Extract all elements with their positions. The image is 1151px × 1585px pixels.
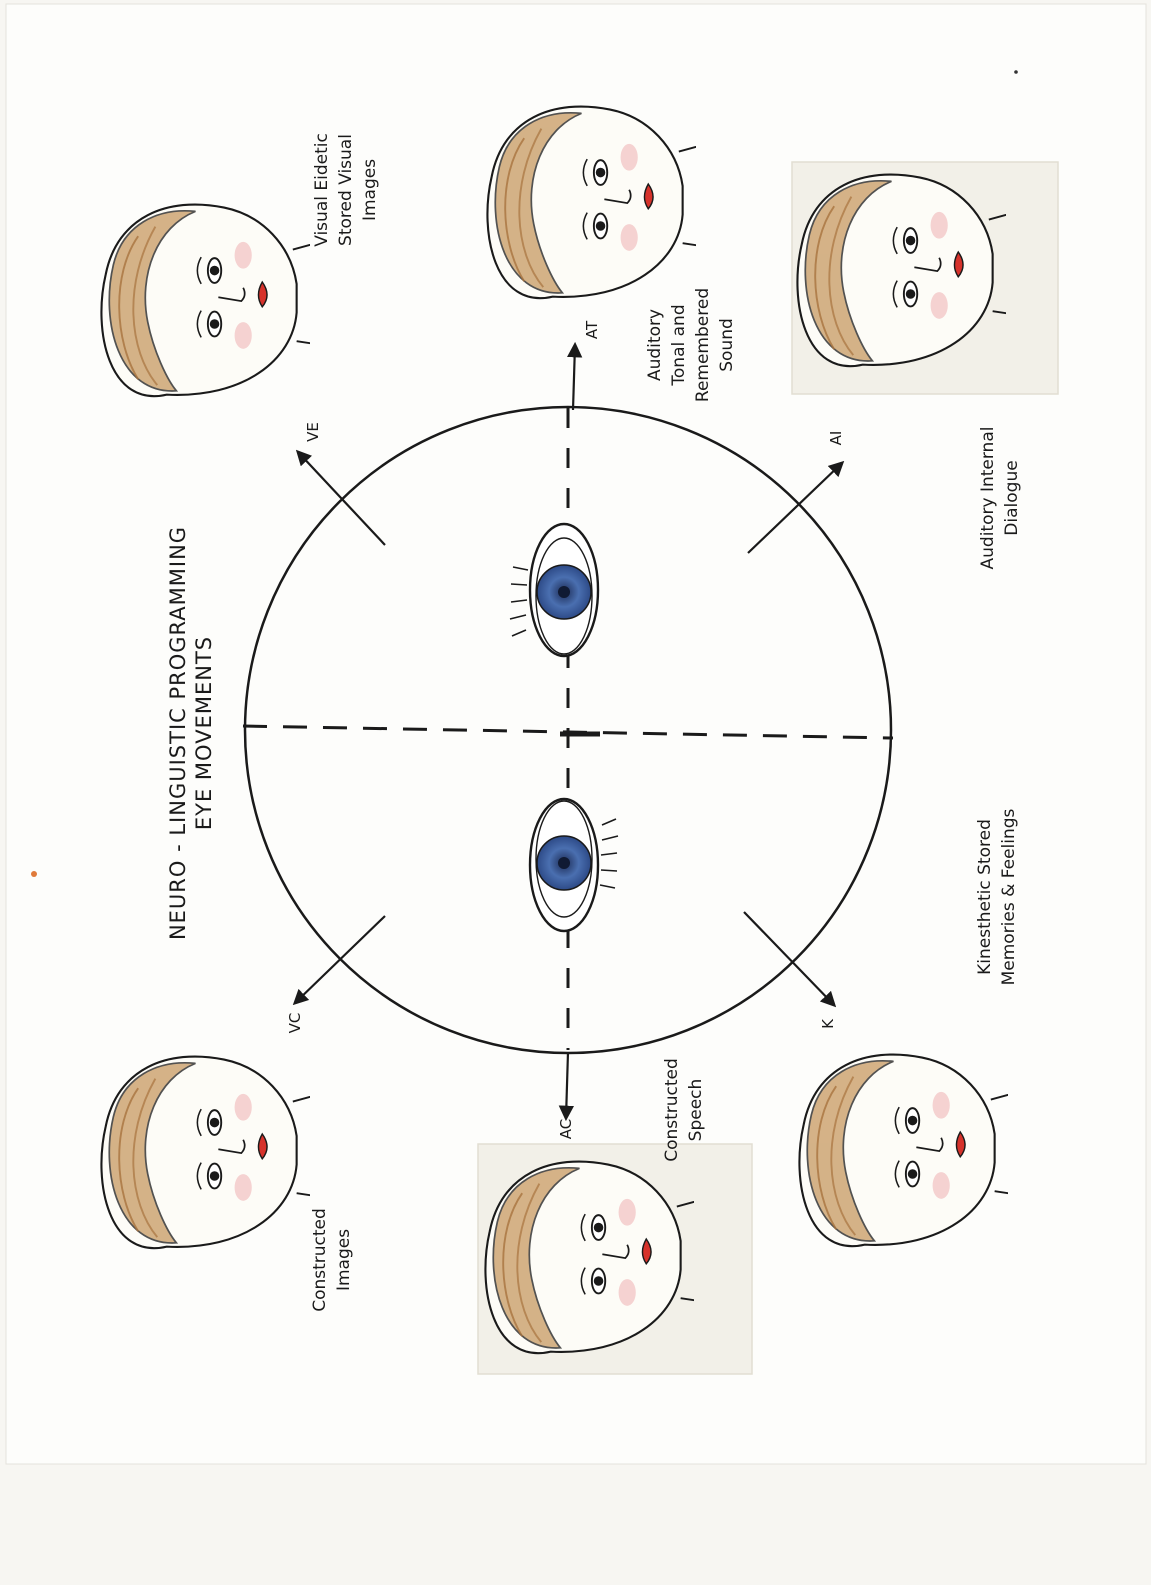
- label-auditory-internal-line-1: Auditory Internal: [978, 427, 998, 570]
- label-visual-eidetic-line-1: Visual Eidetic: [312, 133, 332, 247]
- label-constructed-images-line-2: Images: [334, 1229, 354, 1291]
- label-auditory-tonal-line-4: Sound: [717, 318, 737, 372]
- stray-mark-orange: [31, 871, 37, 877]
- axis-label-k: K: [819, 1018, 837, 1029]
- axis-label-ai: AI: [827, 431, 845, 446]
- axis-label-vc: VC: [286, 1013, 304, 1034]
- title-line-1: NEURO - LINGUISTIC PROGRAMMING: [166, 526, 190, 940]
- label-auditory-tonal-line-1: Auditory: [645, 309, 665, 381]
- axis-label-ac: AC: [557, 1119, 575, 1139]
- label-auditory-internal-line-2: Dialogue: [1002, 460, 1022, 535]
- title-line-2: EYE MOVEMENTS: [192, 636, 216, 830]
- label-constructed-speech-line-2: Speech: [686, 1079, 706, 1142]
- label-visual-eidetic-line-2: Stored Visual: [336, 134, 356, 246]
- axis-label-at: AT: [583, 320, 601, 339]
- label-auditory-tonal-line-3: Remembered: [693, 288, 713, 402]
- label-kinesthetic-line-2: Memories & Feelings: [999, 808, 1019, 985]
- label-visual-eidetic-line-3: Images: [360, 159, 380, 221]
- stray-mark-dot: [1014, 70, 1018, 74]
- label-constructed-images-line-1: Constructed: [310, 1208, 330, 1312]
- label-kinesthetic-line-1: Kinesthetic Stored: [975, 819, 995, 975]
- axis-label-ve: VE: [304, 422, 322, 442]
- label-constructed-speech-line-1: Constructed: [662, 1058, 682, 1162]
- label-auditory-tonal-line-2: Tonal and: [669, 304, 689, 386]
